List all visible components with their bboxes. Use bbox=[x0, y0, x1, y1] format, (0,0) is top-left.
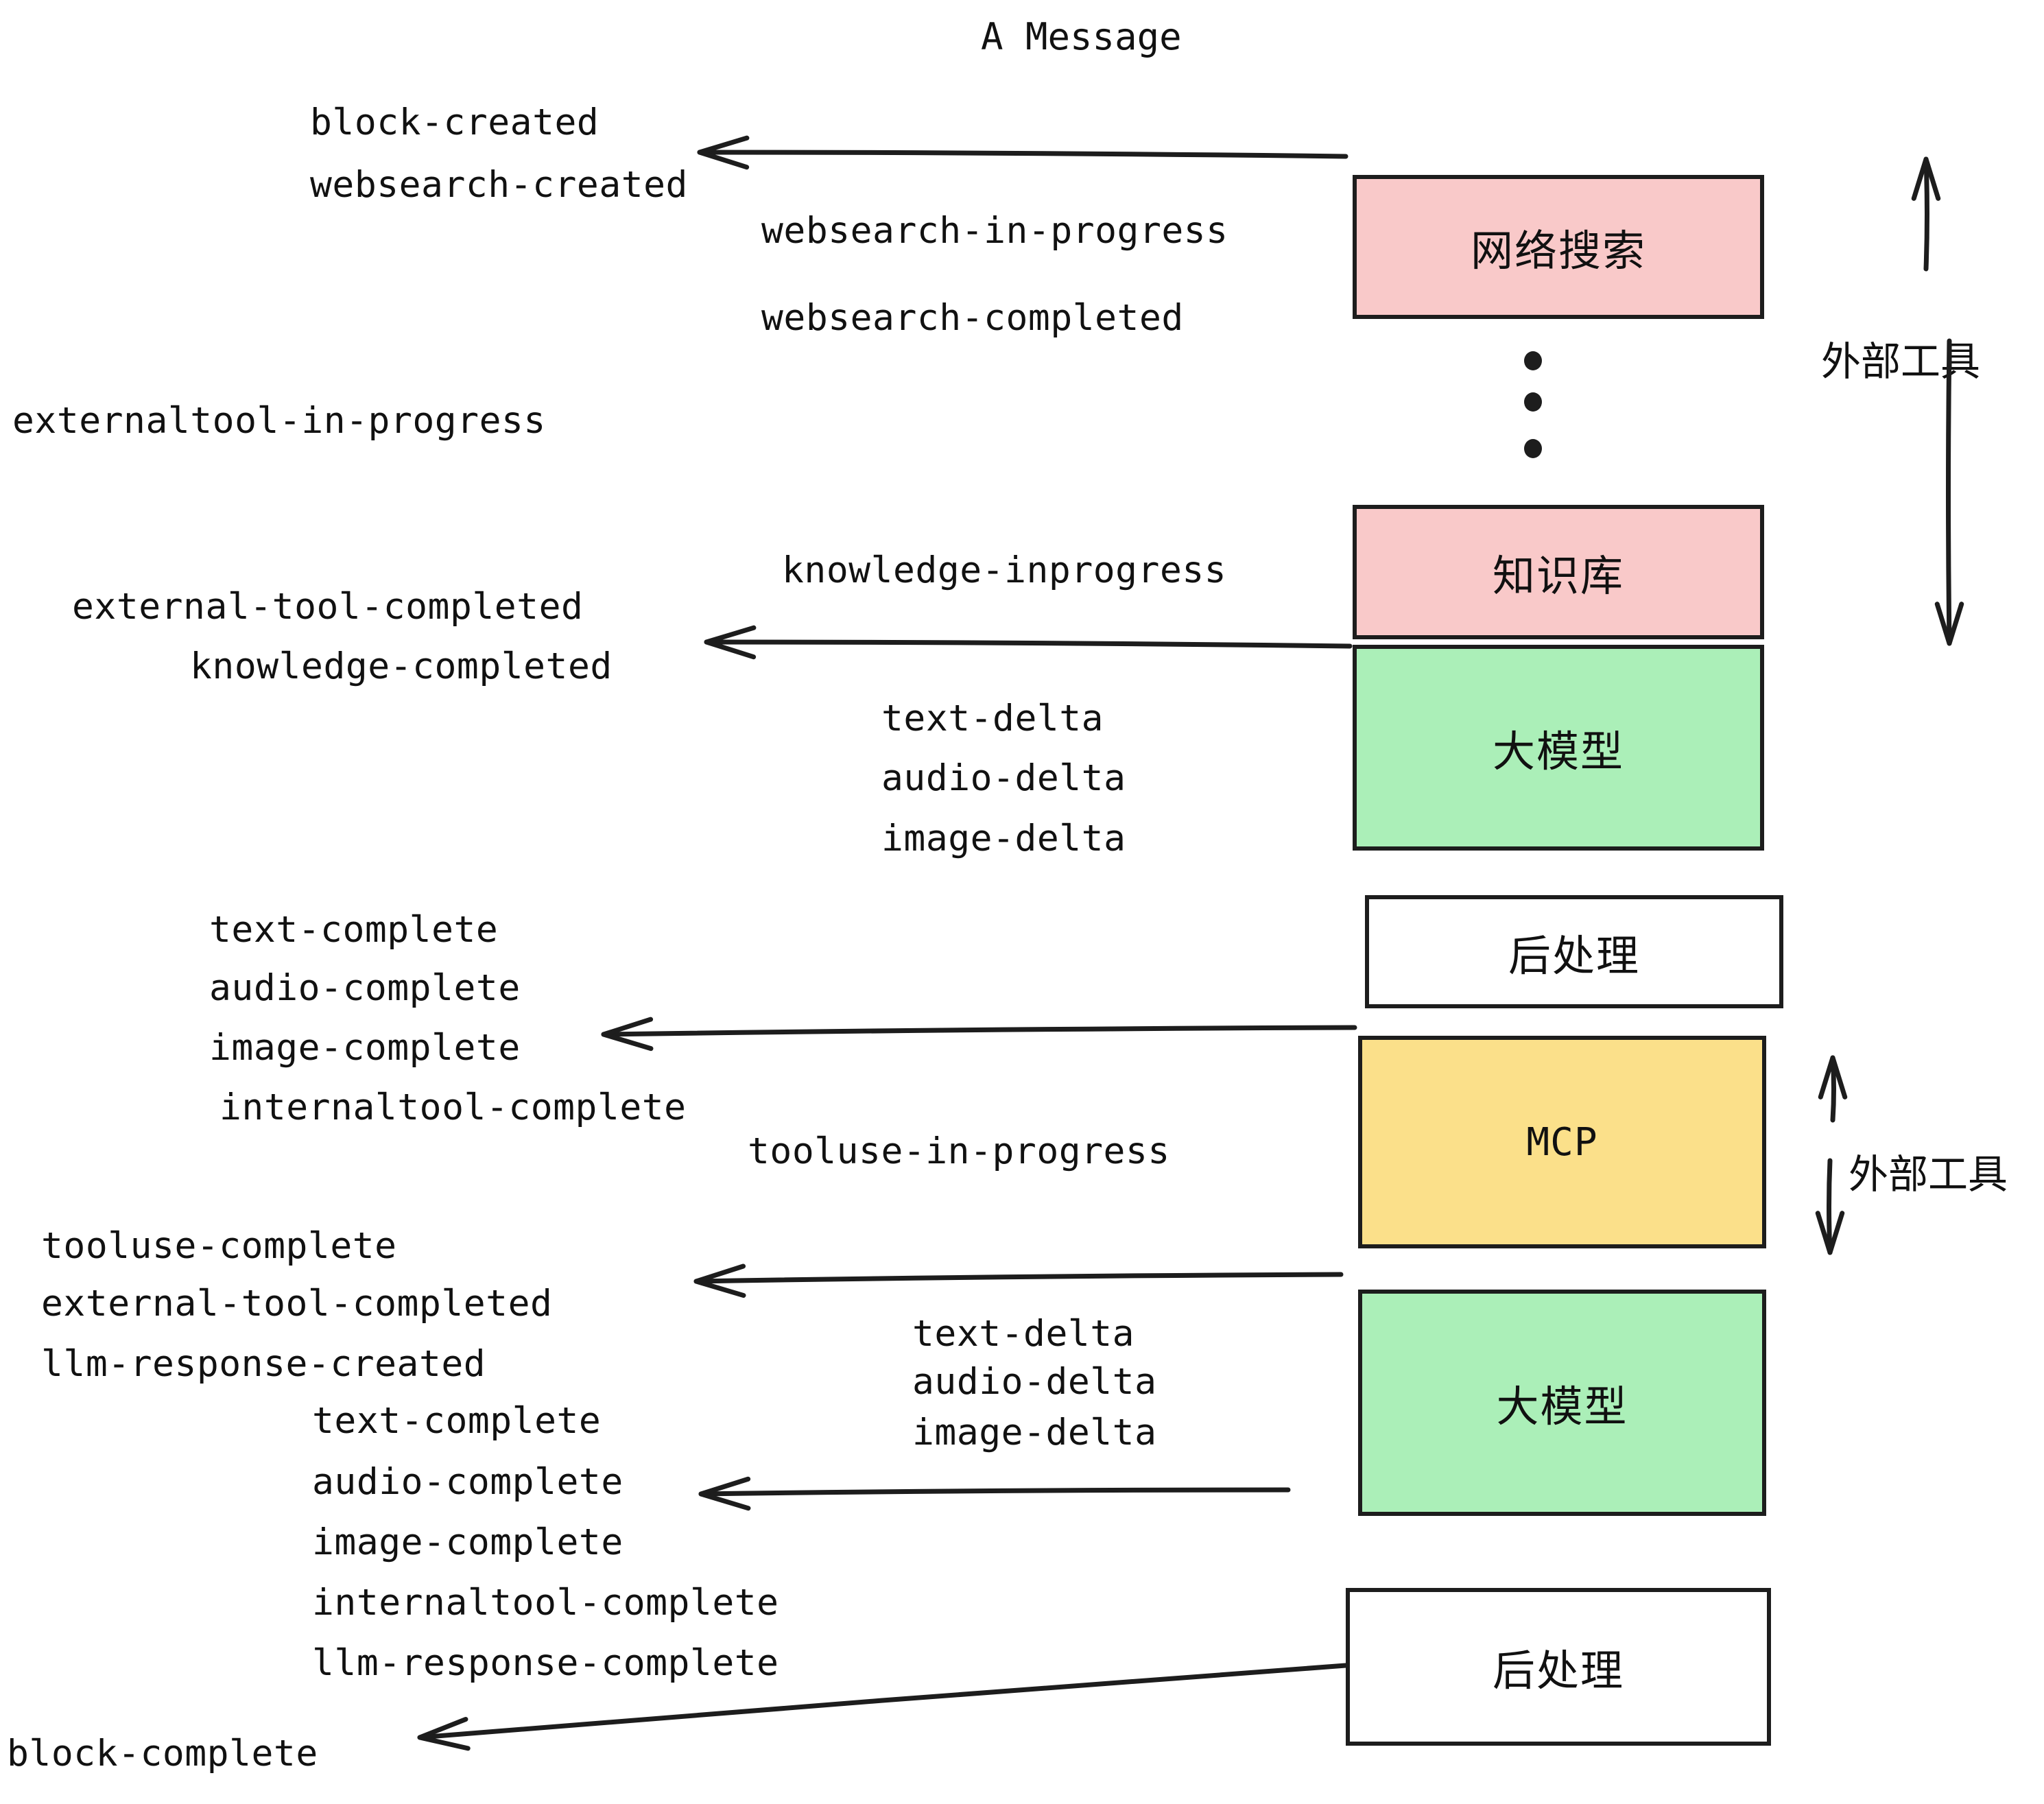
group-label-external-tools-bottom: 外部工具 bbox=[1849, 1151, 2008, 1198]
node-websearch[interactable]: 网络搜索 bbox=[1353, 175, 1764, 319]
node-knowledge[interactable]: 知识库 bbox=[1353, 505, 1764, 639]
ellipsis-dot bbox=[1524, 392, 1542, 412]
ellipsis-dot bbox=[1524, 439, 1542, 458]
node-postproc-bot[interactable]: 后处理 bbox=[1346, 1588, 1771, 1746]
event-label: text-complete bbox=[209, 909, 499, 951]
event-label: knowledge-completed bbox=[190, 645, 613, 687]
knowledge-completed-arrow bbox=[704, 625, 1353, 660]
event-label: image-delta bbox=[881, 818, 1126, 859]
node-label: 大模型 bbox=[1492, 726, 1624, 776]
node-label: 网络搜索 bbox=[1470, 226, 1646, 276]
event-label: image-complete bbox=[209, 1027, 521, 1069]
node-llm-bottom[interactable]: 大模型 bbox=[1358, 1290, 1766, 1516]
event-label: text-delta bbox=[881, 698, 1104, 739]
event-label: external-tool-completed bbox=[72, 586, 584, 628]
ext-bot-up bbox=[1818, 1055, 1848, 1123]
event-label: internaltool-complete bbox=[312, 1582, 779, 1624]
event-label: text-complete bbox=[312, 1400, 602, 1442]
node-mcp[interactable]: MCP bbox=[1358, 1036, 1766, 1248]
tooluse-complete-arrow bbox=[693, 1263, 1344, 1298]
node-llm-top[interactable]: 大模型 bbox=[1353, 645, 1764, 851]
event-label: image-delta bbox=[912, 1412, 1157, 1453]
node-label: 大模型 bbox=[1496, 1381, 1628, 1432]
event-label: audio-delta bbox=[912, 1361, 1157, 1403]
event-label: websearch-completed bbox=[761, 297, 1184, 339]
event-label: tooluse-complete bbox=[41, 1225, 397, 1267]
event-label: block-complete bbox=[7, 1733, 318, 1775]
event-label: text-delta bbox=[912, 1313, 1135, 1355]
event-label: llm-response-complete bbox=[312, 1642, 779, 1684]
group-label-external-tools-top: 外部工具 bbox=[1821, 338, 1981, 385]
event-label: internaltool-complete bbox=[219, 1087, 687, 1128]
page-title: A Message bbox=[981, 15, 1182, 58]
image-complete-arrow bbox=[601, 1017, 1357, 1052]
block-created-arrow bbox=[697, 135, 1348, 170]
event-label: audio-complete bbox=[209, 967, 521, 1009]
node-postproc-top[interactable]: 后处理 bbox=[1365, 895, 1783, 1008]
event-label: tooluse-in-progress bbox=[748, 1130, 1170, 1172]
event-label: externaltool-in-progress bbox=[12, 400, 546, 442]
event-label: audio-delta bbox=[881, 757, 1126, 799]
node-label: MCP bbox=[1526, 1119, 1598, 1165]
node-label: 知识库 bbox=[1492, 551, 1624, 601]
event-label: audio-complete bbox=[312, 1461, 623, 1503]
event-label: websearch-created bbox=[310, 164, 688, 206]
node-label: 后处理 bbox=[1508, 930, 1640, 981]
node-label: 后处理 bbox=[1492, 1646, 1624, 1696]
event-label: image-complete bbox=[312, 1521, 623, 1563]
event-label: llm-response-created bbox=[41, 1343, 486, 1385]
ext-top-up bbox=[1911, 156, 1941, 272]
audio-complete-arrow bbox=[698, 1476, 1291, 1511]
event-label: external-tool-completed bbox=[41, 1283, 553, 1325]
ext-bot-down bbox=[1815, 1158, 1845, 1255]
ellipsis-dot bbox=[1524, 351, 1542, 370]
event-label: block-created bbox=[310, 102, 599, 143]
event-label: knowledge-inprogress bbox=[782, 549, 1227, 591]
event-label: websearch-in-progress bbox=[761, 210, 1228, 252]
